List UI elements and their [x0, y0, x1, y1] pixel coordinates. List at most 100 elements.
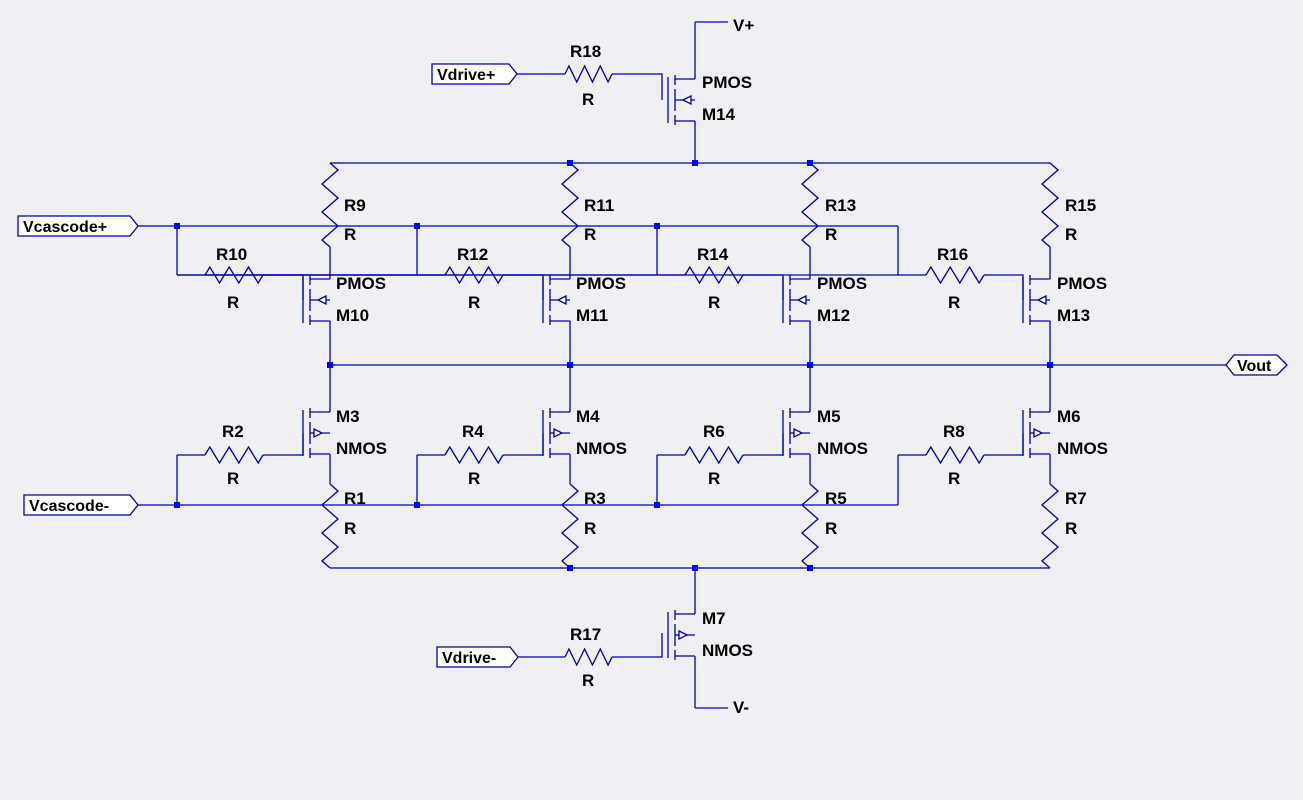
port-vdrive-neg-label: Vdrive- [442, 650, 496, 667]
junction-dot [654, 223, 660, 229]
r4-value: R [468, 469, 480, 488]
m5-type: NMOS [817, 439, 868, 458]
r5-name: R5 [825, 489, 847, 508]
m3-name: M3 [336, 407, 360, 426]
r17-zigzag [564, 647, 613, 667]
pmos-col-body-arrow [1036, 294, 1047, 306]
wire [612, 633, 663, 658]
m6-type: NMOS [1057, 439, 1108, 458]
pmos-col-body-arrow [556, 294, 567, 306]
upper-resistor-zigzag [801, 162, 819, 248]
junction-dot [692, 565, 698, 571]
supply-vminus-label: V- [733, 698, 749, 717]
r1-name: R1 [344, 489, 366, 508]
m13-type: PMOS [1057, 274, 1107, 293]
wire [503, 274, 544, 300]
upper-resistor-zigzag [1041, 162, 1059, 248]
junction-dot [174, 502, 180, 508]
gate-resistor-bottom-zigzag [684, 445, 744, 465]
junction-dot [174, 223, 180, 229]
port-vdrive-neg[interactable]: Vdrive- [436, 646, 519, 668]
m14-body-arrow [681, 94, 692, 106]
pmos-col-body-arrow [796, 294, 807, 306]
r14-value: R [708, 293, 720, 312]
port-vdrive-pos[interactable]: Vdrive+ [431, 63, 518, 85]
junction-dot [327, 362, 333, 368]
r18-value: R [582, 90, 594, 109]
m14-type: PMOS [702, 73, 752, 92]
junction-dot [654, 502, 660, 508]
wire [503, 433, 544, 456]
r16-value: R [948, 293, 960, 312]
m10-type: PMOS [336, 274, 386, 293]
upper-resistor-zigzag [321, 162, 339, 248]
m5-name: M5 [817, 407, 841, 426]
gate-resistor-bottom-zigzag [925, 445, 985, 465]
r8-name: R8 [943, 422, 965, 441]
gate-resistor-top-zigzag [444, 265, 504, 285]
gate-resistor-bottom-zigzag [444, 445, 504, 465]
wire [743, 274, 784, 300]
m3-type: NMOS [336, 439, 387, 458]
r15-value: R [1065, 225, 1077, 244]
wire [263, 433, 304, 456]
port-vdrive-pos-label: Vdrive+ [437, 67, 495, 84]
port-vcascode-pos[interactable]: Vcascode+ [17, 215, 139, 237]
m7-name: M7 [702, 609, 726, 628]
m13-name: M13 [1057, 306, 1090, 325]
wire [743, 433, 784, 456]
r5-value: R [825, 519, 837, 538]
m11-type: PMOS [576, 274, 626, 293]
junction-dot [567, 565, 573, 571]
lower-resistor-zigzag [321, 483, 339, 569]
r10-value: R [227, 293, 239, 312]
junction-dot [414, 223, 420, 229]
r13-value: R [825, 225, 837, 244]
nmos-col-body-arrow [793, 427, 804, 439]
r10-name: R10 [216, 245, 247, 264]
r2-value: R [227, 469, 239, 488]
junction-dot [807, 362, 813, 368]
junction-dot [567, 160, 573, 166]
port-vout[interactable]: Vout [1225, 354, 1288, 376]
m10-name: M10 [336, 306, 369, 325]
lower-resistor-zigzag [1041, 483, 1059, 569]
r18-zigzag [564, 64, 613, 84]
lower-resistor-zigzag [801, 483, 819, 569]
wires [138, 21, 1226, 709]
m4-type: NMOS [576, 439, 627, 458]
r3-value: R [584, 519, 596, 538]
r11-name: R11 [584, 196, 614, 215]
r12-name: R12 [457, 245, 488, 264]
m6-name: M6 [1057, 407, 1081, 426]
r18-name: R18 [570, 42, 601, 61]
r9-value: R [344, 225, 356, 244]
nmos-col-body-arrow [553, 427, 564, 439]
lower-resistor-zigzag [561, 483, 579, 569]
port-vcascode-pos-label: Vcascode+ [23, 219, 107, 236]
wire [984, 433, 1024, 456]
r7-name: R7 [1065, 489, 1087, 508]
nmos-col-body-arrow [313, 427, 324, 439]
r14-name: R14 [697, 245, 729, 264]
upper-resistor-zigzag [561, 162, 579, 248]
r16-name: R16 [937, 245, 968, 264]
port-vcascode-neg[interactable]: Vcascode- [23, 494, 139, 516]
m7-body-arrow [678, 629, 689, 641]
r1-value: R [344, 519, 356, 538]
wire [612, 73, 663, 100]
junction-dot [1047, 362, 1053, 368]
m14-name: M14 [702, 105, 736, 124]
wire [263, 274, 304, 300]
junction-dot [567, 362, 573, 368]
gate-resistor-bottom-zigzag [204, 445, 264, 465]
supply-vplus-label: V+ [733, 16, 754, 35]
r4-name: R4 [462, 422, 484, 441]
m12-name: M12 [817, 306, 850, 325]
r8-value: R [948, 469, 960, 488]
gate-resistor-top-zigzag [925, 265, 985, 285]
junctions [174, 160, 1053, 571]
gate-resistor-top-zigzag [684, 265, 744, 285]
r7-value: R [1065, 519, 1077, 538]
